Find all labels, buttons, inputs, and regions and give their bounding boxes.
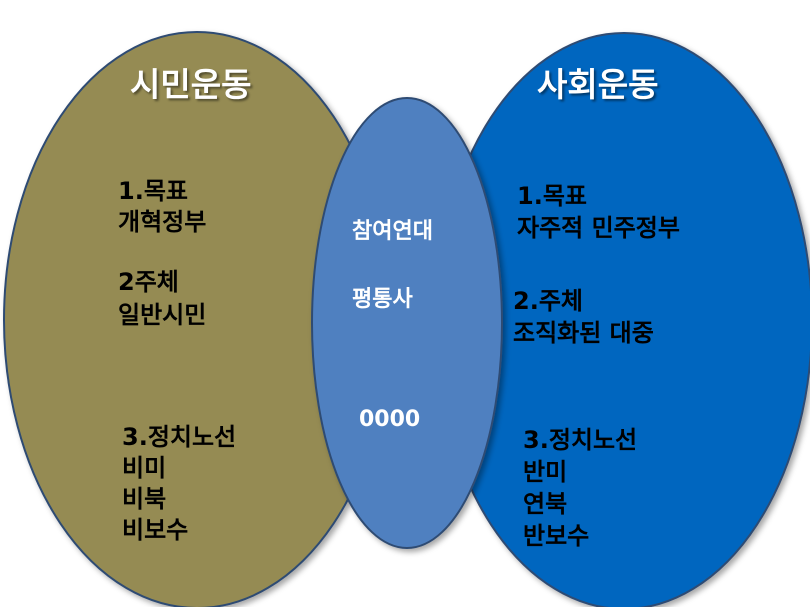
social-goal-heading: 1.목표: [517, 182, 587, 210]
citizen-goal-heading: 1.목표: [118, 177, 188, 205]
citizen-line-item: 비미: [122, 454, 167, 482]
overlap-circle: [311, 97, 503, 549]
social-line-heading: 3.정치노선: [523, 426, 638, 454]
citizen-goal-value: 개혁정부: [118, 208, 207, 236]
social-line-item: 반보수: [523, 522, 590, 550]
social-subject-heading: 2.주체: [513, 287, 583, 315]
social-subject-value: 조직화된 대중: [513, 319, 654, 347]
social-goal-value: 자주적 민주정부: [517, 214, 680, 242]
social-movement-title: 사회운동: [537, 65, 659, 104]
overlap-item: 평통사: [352, 287, 413, 312]
citizen-movement-title: 시민운동: [130, 65, 252, 104]
overlap-item: 참여연대: [352, 219, 433, 244]
citizen-line-item: 비보수: [122, 516, 189, 544]
social-line-item: 연북: [523, 490, 568, 518]
citizen-line-item: 비북: [122, 485, 167, 513]
citizen-subject-heading: 2주체: [118, 268, 179, 296]
overlap-item: 0000: [359, 407, 421, 432]
citizen-line-heading: 3.정치노선: [122, 423, 237, 451]
social-line-item: 반미: [523, 458, 568, 486]
citizen-subject-value: 일반시민: [118, 301, 207, 329]
